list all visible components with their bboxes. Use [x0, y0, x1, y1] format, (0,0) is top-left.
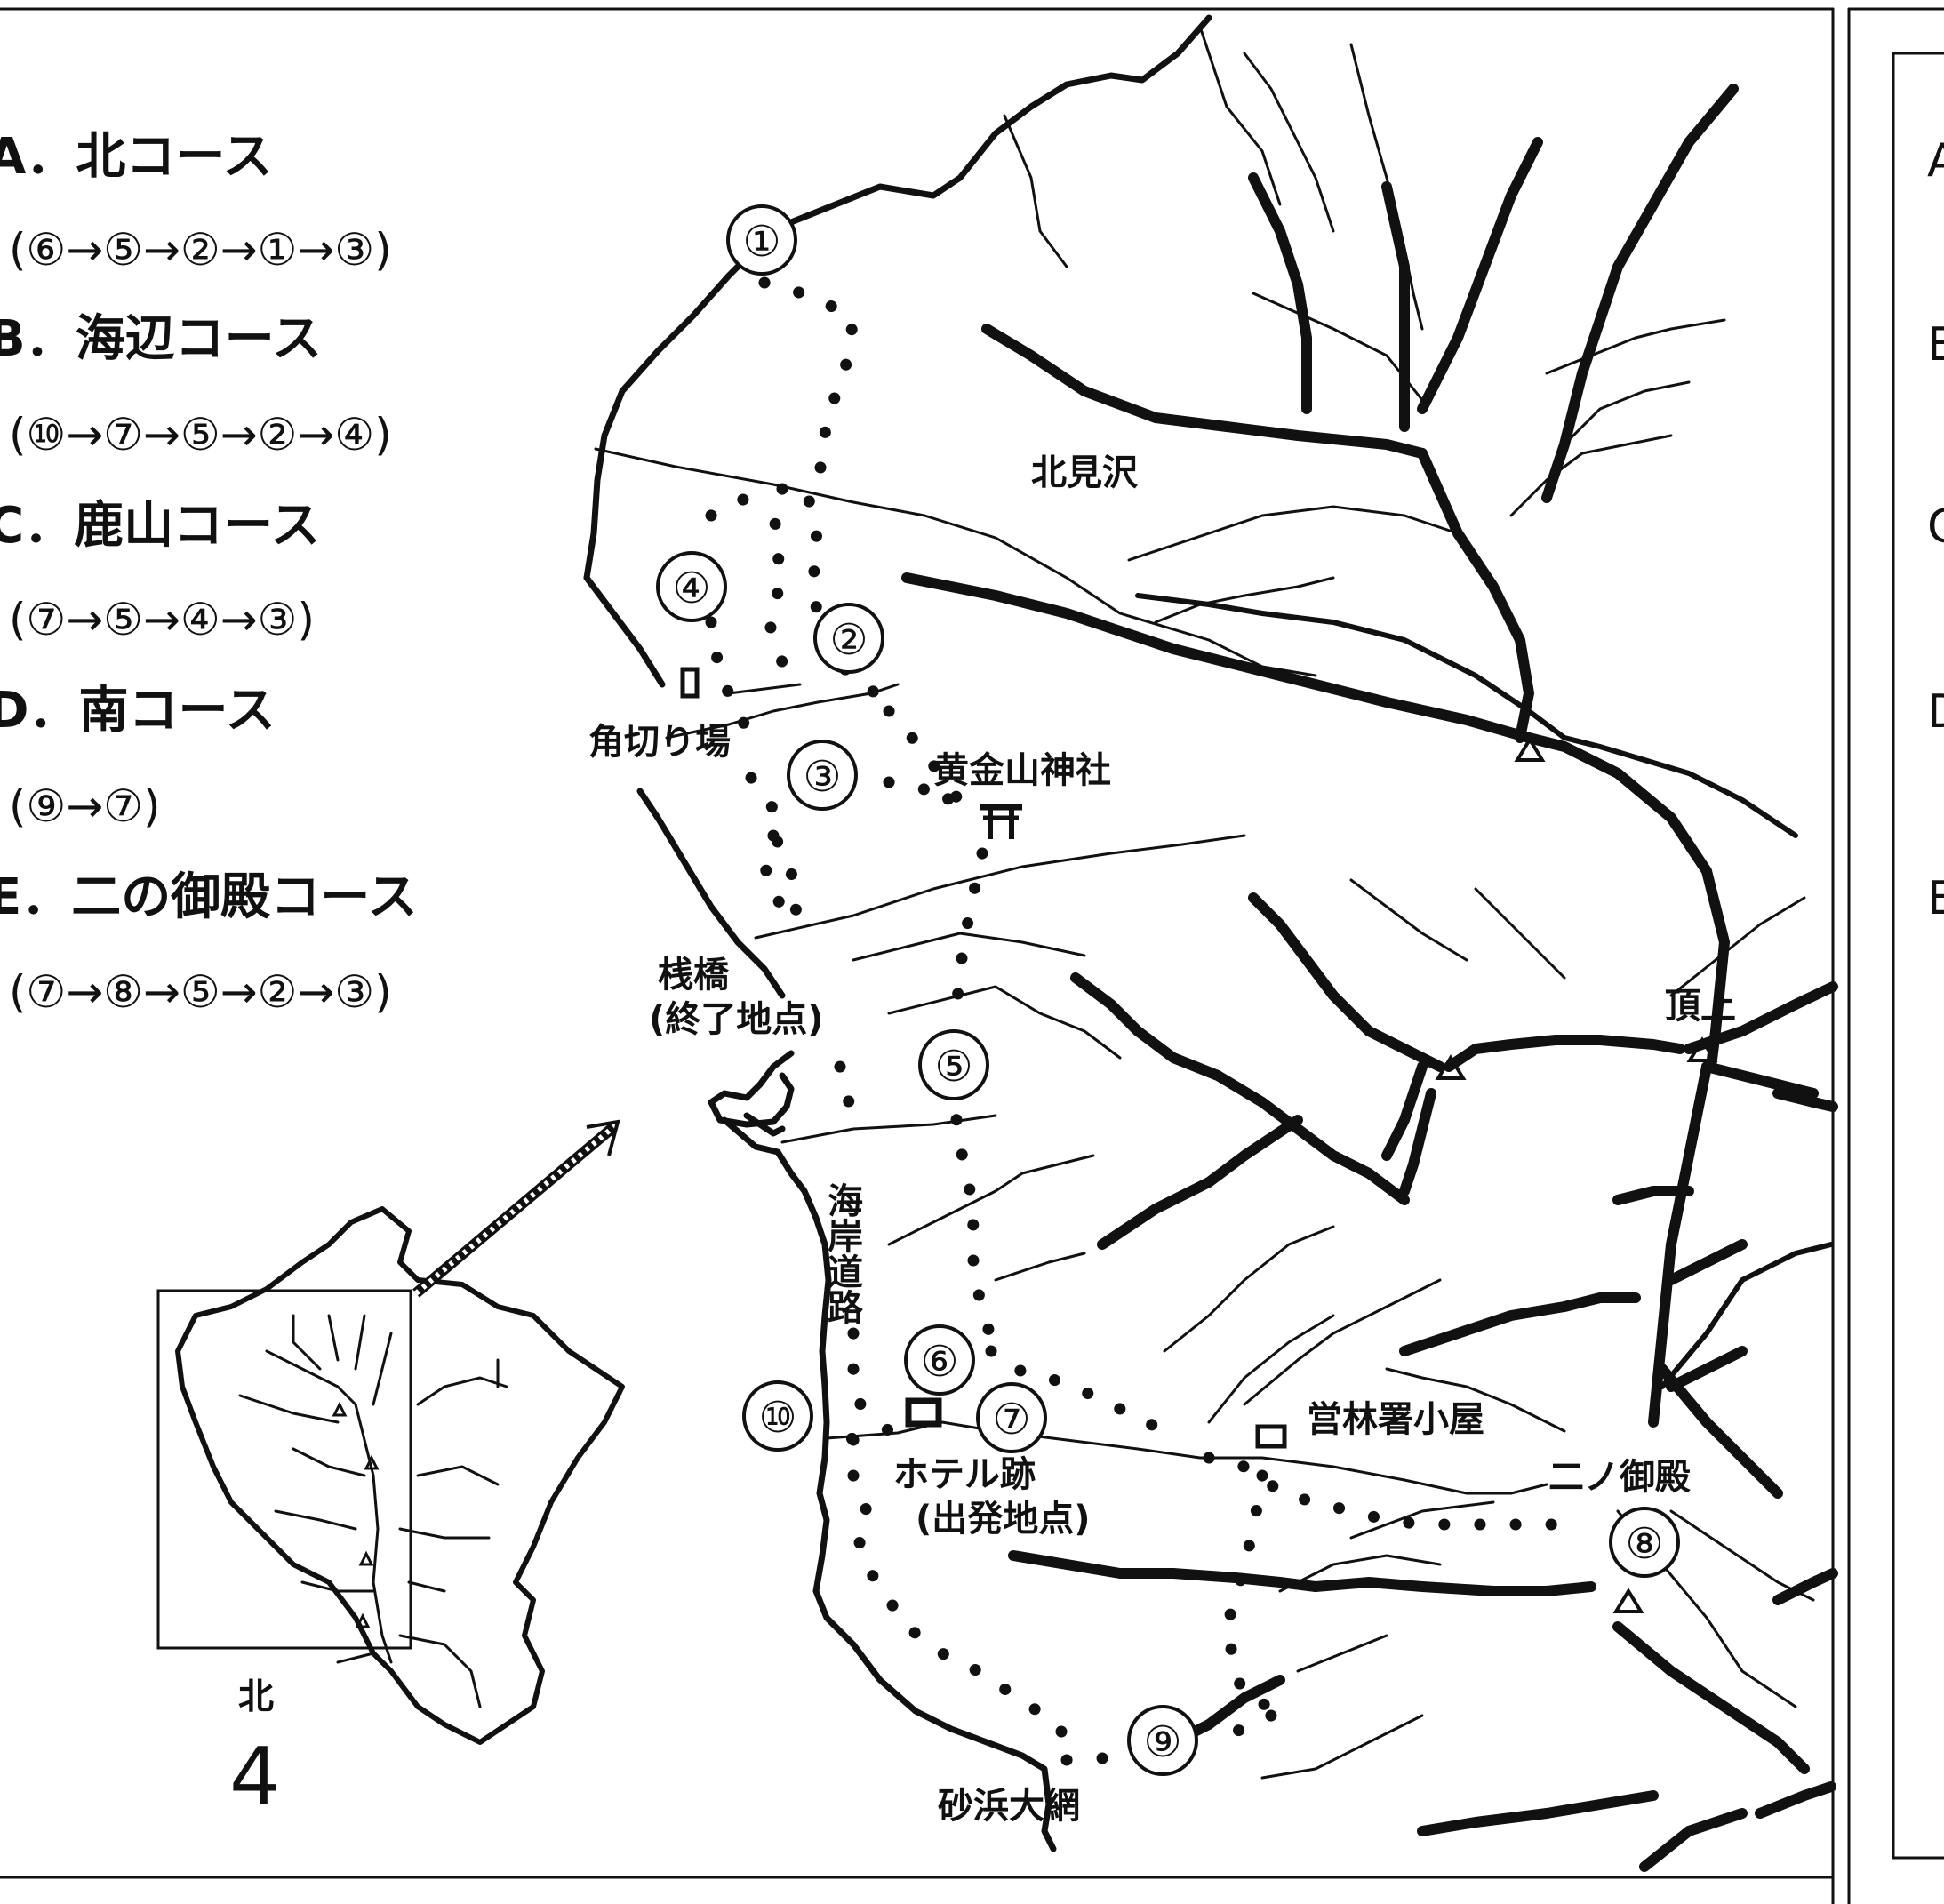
stop-9: ⑨ — [1143, 1717, 1181, 1767]
legend-course-d-title: D．南コース — [0, 682, 276, 740]
hut-icon — [680, 667, 700, 699]
hotel-ruin-icon — [905, 1397, 942, 1428]
facility-markers — [680, 667, 1287, 1449]
right-panel: A B C D E — [1927, 134, 1944, 925]
summit-markers — [1435, 736, 1718, 1613]
inset-locator-map: 北 4 — [156, 1119, 625, 1824]
stop-4: ④ — [672, 564, 710, 613]
label-sanbashi-sub: (終了地点) — [649, 999, 824, 1040]
legend-course-a-title: A．北コース — [0, 128, 273, 186]
stop-5: ⑤ — [934, 1042, 972, 1092]
coastline — [583, 14, 1212, 1852]
stop-2: ② — [829, 615, 868, 665]
label-kaigan-doro: 海岸道路 — [821, 1182, 863, 1324]
label-kitamizawa: 北見沢 — [1031, 452, 1139, 493]
map-frame — [0, 7, 1944, 1904]
stop-10: ⑩ — [758, 1393, 796, 1443]
legend-course-c-title: C．鹿山コース — [0, 497, 320, 555]
medium-ridges — [1135, 593, 1834, 1389]
stop-1: ① — [742, 217, 780, 267]
summit-triangle-icon — [1435, 1054, 1467, 1080]
label-eirinsho-goya: 営林署小屋 — [1307, 1399, 1484, 1440]
summit-triangle-icon — [1612, 1588, 1644, 1613]
label-tsunokiriba: 角切り場 — [588, 722, 731, 763]
label-sunahama-oami: 砂浜大網 — [938, 1786, 1080, 1827]
legend-course-b-title: B．海辺コース — [0, 310, 322, 368]
legend-course-e-title: E．二の御殿コース — [0, 868, 417, 926]
summit-triangle-icon — [1686, 1036, 1718, 1062]
summit-triangle-icon — [1514, 736, 1546, 762]
shrine-torii-icon — [980, 804, 1022, 839]
label-sanbashi: 桟橋 — [658, 955, 729, 996]
inset-figure-number: 4 — [229, 1731, 280, 1824]
hiking-trails — [705, 276, 1588, 1766]
right-panel-letter-b: B — [1927, 318, 1944, 372]
legend-course-b-route: (⑩→⑦→⑤→②→④) — [9, 409, 392, 460]
thick-ridges — [901, 84, 1838, 1872]
legend-course-e-route: (⑦→⑧→⑤→②→③) — [9, 966, 392, 1018]
stop-numbers: ① ② ③ ④ ⑤ ⑥ ⑦ ⑧ ⑨ ⑩ — [656, 204, 1680, 1776]
label-chojo: 頂上 — [1665, 986, 1736, 1027]
forestry-hut-icon — [1255, 1424, 1287, 1449]
label-koganeyama-shrine: 黄金山神社 — [933, 750, 1111, 791]
legend-course-c-route: (⑦→⑤→④→③) — [9, 594, 315, 645]
right-panel-letter-e: E — [1927, 872, 1944, 925]
place-labels: 北見沢 角切り場 黄金山神社 桟橋 (終了地点) 海岸道路 ホテル跡 (出発地点… — [588, 452, 1736, 1827]
legend-course-d-route: (⑨→⑦) — [9, 780, 161, 832]
label-ninogoten: 二ノ御殿 — [1548, 1457, 1691, 1498]
stop-8: ⑧ — [1625, 1519, 1663, 1569]
legend-course-a-route: (⑥→⑤→②→①→③) — [9, 224, 392, 276]
stop-7: ⑦ — [992, 1395, 1030, 1444]
right-panel-letter-c: C — [1927, 500, 1944, 554]
stop-3: ③ — [803, 752, 841, 802]
inset-north-label: 北 — [238, 1676, 274, 1717]
stop-6: ⑥ — [920, 1337, 958, 1387]
course-legend: A．北コース (⑥→⑤→②→①→③) B．海辺コース (⑩→⑦→⑤→②→④) C… — [0, 128, 417, 1018]
label-hotel-ato-sub: (出発地点) — [916, 1499, 1091, 1540]
right-panel-letter-d: D — [1927, 685, 1944, 739]
right-panel-letter-a: A — [1927, 134, 1944, 188]
thin-streams — [594, 25, 1815, 1780]
label-hotel-ato: ホテル跡 — [893, 1454, 1036, 1495]
